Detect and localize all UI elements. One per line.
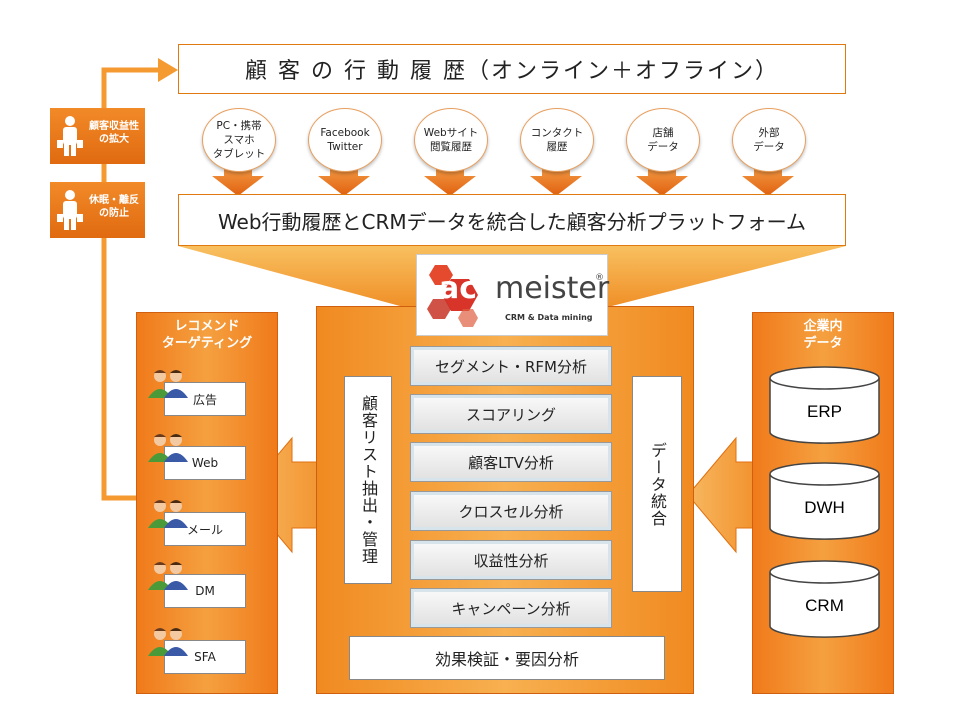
analysis-item: スコアリング xyxy=(410,394,612,434)
analysis-item: クロスセル分析 xyxy=(410,491,612,531)
hexagon-logo-icon xyxy=(427,265,478,327)
effect-verification: 効果検証・要因分析 xyxy=(349,636,665,680)
database-cylinder: ERP xyxy=(769,366,880,444)
side-tag-profit: 顧客収益性 の拡大 xyxy=(50,108,145,164)
logo-ac-text: ac xyxy=(439,271,478,306)
people-icon xyxy=(148,628,188,656)
enterprise-data-title: 企業内 データ xyxy=(803,319,843,351)
source-oval: 店舗 データ xyxy=(626,108,700,172)
analysis-item: キャンペーン分析 xyxy=(410,588,612,628)
people-icon xyxy=(148,434,188,462)
channel-box: メール xyxy=(164,512,246,546)
database-cylinder: CRM xyxy=(769,560,880,638)
channel-box: Web xyxy=(164,446,246,480)
database-label: DWH xyxy=(804,498,845,517)
people-icon xyxy=(148,500,188,528)
source-oval: 外部 データ xyxy=(732,108,806,172)
platform-title: Web行動履歴とCRMデータを統合した顧客分析プラットフォーム xyxy=(178,194,846,246)
side-tag-label: 休眠・離反 の防止 xyxy=(89,195,139,219)
channel-box: 広告 xyxy=(164,382,246,416)
source-oval: Facebook Twitter xyxy=(308,108,382,172)
analysis-item: セグメント・RFM分析 xyxy=(410,346,612,386)
database-label: CRM xyxy=(805,596,844,615)
channel-box: SFA xyxy=(164,640,246,674)
database-cylinder: DWH xyxy=(769,462,880,540)
person-icon xyxy=(57,116,83,156)
analysis-item: 顧客LTV分析 xyxy=(410,442,612,482)
source-oval: Webサイト 閲覧履歴 xyxy=(414,108,488,172)
acmeister-logo: ac meister ® CRM & Data mining xyxy=(416,254,610,336)
logo-main-text: meister xyxy=(495,271,610,306)
logo-tagline: CRM & Data mining xyxy=(505,313,593,322)
channel-box: DM xyxy=(164,574,246,608)
recommend-panel-title: レコメンド ターゲティング xyxy=(161,319,253,351)
people-icon xyxy=(148,562,188,590)
people-icon xyxy=(148,370,188,398)
data-integration: データ統合 xyxy=(632,376,682,592)
analysis-item: 収益性分析 xyxy=(410,540,612,580)
person-icon xyxy=(57,190,83,230)
customer-list-management: 顧客リスト抽出・管理 xyxy=(344,376,392,584)
behavior-history-title: 顧 客 の 行 動 履 歴（オンライン＋オフライン） xyxy=(178,44,846,94)
source-oval: コンタクト 履歴 xyxy=(520,108,594,172)
logo-registered: ® xyxy=(595,273,604,283)
database-label: ERP xyxy=(807,402,842,421)
side-tag-label: 顧客収益性 の拡大 xyxy=(89,121,139,145)
source-oval: PC・携帯 スマホ タブレット xyxy=(202,108,276,172)
side-tag-retention: 休眠・離反 の防止 xyxy=(50,182,145,238)
